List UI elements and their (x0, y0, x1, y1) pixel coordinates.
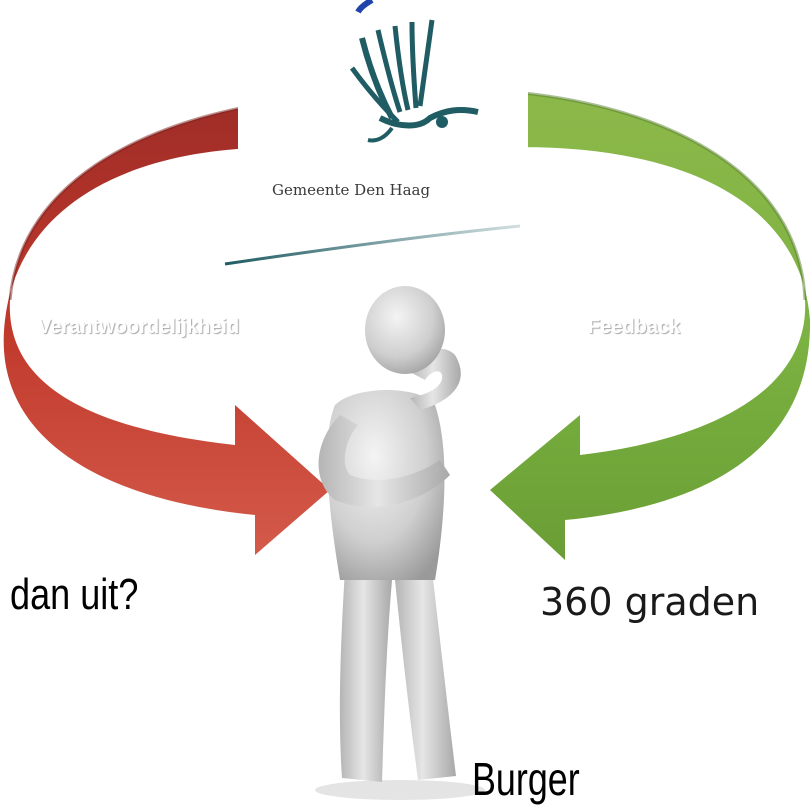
right-degrees-text: 360 graden (540, 580, 760, 624)
stork-icon (349, 0, 479, 143)
green-arrow (487, 88, 811, 560)
feedback-label: Feedback (588, 316, 681, 338)
left-question-text: dan uit? (10, 570, 139, 619)
logo-caption: Gemeente Den Haag (272, 181, 431, 199)
thinking-person-icon (315, 286, 485, 800)
citizen-label: Burger (472, 753, 580, 805)
logo-underline (224, 224, 521, 266)
responsibility-label: Verantwoordelijkheid (38, 316, 240, 338)
